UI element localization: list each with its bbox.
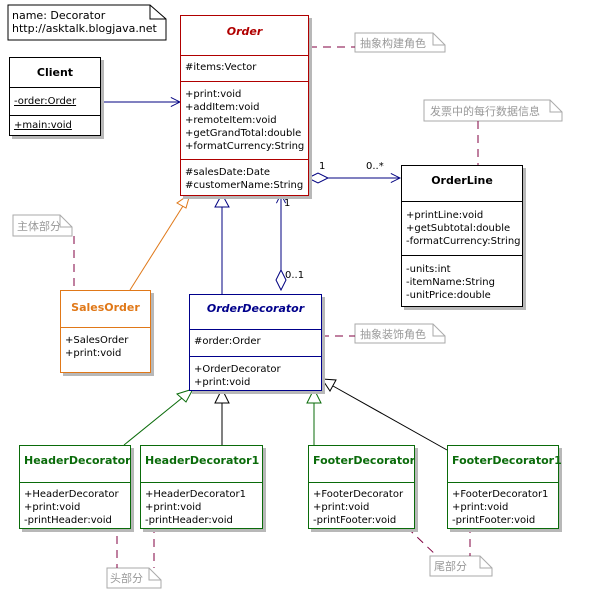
- note-main-part: 主体部分: [17, 220, 61, 233]
- class-footerdecorator-operations: +FooterDecorator +print:void -printFoote…: [309, 482, 414, 528]
- class-headerdecorator1-op: +print:void: [145, 502, 202, 513]
- class-orderdecorator-op: +print:void: [194, 377, 251, 388]
- class-order-name: Order: [226, 25, 263, 38]
- class-order-attr: #salesDate:Date: [185, 167, 271, 178]
- class-orderline-attr: -units:int: [406, 264, 451, 275]
- note-head-part: 头部分: [110, 572, 143, 585]
- class-salesorder[interactable]: SalesOrder +SalesOrder +print:void: [60, 290, 151, 373]
- class-orderline-op: +printLine:void: [406, 210, 484, 221]
- class-footerdecorator[interactable]: FooterDecorator +FooterDecorator +print:…: [308, 445, 415, 529]
- class-orderdecorator-op: +OrderDecorator: [194, 364, 281, 375]
- class-orderline-attributes: -units:int -itemName:String -unitPrice:d…: [402, 255, 522, 306]
- note-line-info: 发票中的每行数据信息: [430, 105, 540, 118]
- footerdecorator-generalization: [306, 387, 322, 445]
- note-abstract-decorator: 抽象装饰角色: [360, 328, 426, 341]
- class-footerdecorator-op: +FooterDecorator: [313, 489, 404, 500]
- class-order-op: +getGrandTotal:double: [185, 128, 302, 139]
- class-order-attr: #customerName:String: [185, 180, 304, 191]
- class-footerdecorator-name: FooterDecorator: [313, 454, 416, 467]
- class-headerdecorator-name: HeaderDecorator: [24, 454, 131, 467]
- class-footerdecorator1-op: +print:void: [452, 502, 509, 513]
- class-order-op: +print:void: [185, 89, 242, 100]
- class-headerdecorator-op: +print:void: [24, 502, 81, 513]
- multiplicity-line-side: 0..*: [366, 161, 384, 172]
- class-order-attr: #items:Vector: [185, 62, 257, 73]
- class-headerdecorator1-op: +HeaderDecorator1: [145, 489, 247, 500]
- headerdecorator-generalization: [123, 388, 195, 446]
- class-salesorder-name: SalesOrder: [71, 301, 140, 314]
- class-footerdecorator1-op: +FooterDecorator1: [452, 489, 549, 500]
- note-shape-main-part: [12, 214, 73, 237]
- class-salesorder-operations: +SalesOrder +print:void: [61, 327, 150, 372]
- header-note: name: Decorator http://asktalk.blogjava.…: [12, 9, 162, 35]
- class-orderline-name: OrderLine: [431, 174, 493, 187]
- class-orderdecorator-attr: #order:Order: [194, 336, 261, 347]
- note-shape-head-part: [106, 567, 162, 589]
- class-orderdecorator-name: OrderDecorator: [206, 302, 305, 315]
- class-order-op: +addItem:void: [185, 102, 260, 113]
- class-footerdecorator1-op: -printFooter:void: [452, 515, 536, 526]
- multiplicity-agg-top: 1: [284, 198, 291, 209]
- class-orderline[interactable]: OrderLine +printLine:void +getSubtotal:d…: [401, 165, 523, 307]
- class-orderline-operations: +printLine:void +getSubtotal:double -for…: [402, 201, 522, 255]
- class-headerdecorator1-name: HeaderDecorator1: [145, 454, 260, 467]
- class-client-name: Client: [36, 66, 74, 79]
- class-orderdecorator-operations: +OrderDecorator +print:void: [190, 356, 321, 390]
- header-note-shape: [7, 4, 167, 41]
- class-order-operations: +print:void +addItem:void +remoteItem:vo…: [181, 81, 308, 159]
- class-client-operations: +main:void: [10, 115, 100, 135]
- anchor-tail-part-1: [396, 517, 438, 557]
- class-footerdecorator1-operations: +FooterDecorator1 +print:void -printFoot…: [448, 482, 558, 528]
- class-orderdecorator[interactable]: OrderDecorator #order:Order +OrderDecora…: [189, 294, 322, 391]
- class-client[interactable]: Client -order:Order +main:void: [9, 57, 101, 136]
- multiplicity-agg-bottom: 0..1: [285, 270, 305, 281]
- decorator-generalization: [214, 192, 230, 294]
- class-orderline-op: -formatCurrency:String: [406, 236, 521, 247]
- class-footerdecorator-op: +print:void: [313, 502, 370, 513]
- class-orderdecorator-attributes: #order:Order: [190, 329, 321, 356]
- class-orderline-attr: -unitPrice:double: [406, 290, 491, 301]
- class-order-attributes: #items:Vector: [181, 55, 308, 81]
- class-client-attr: -order:Order: [14, 96, 77, 107]
- note-tail-part: 尾部分: [434, 560, 467, 573]
- class-headerdecorator1-operations: +HeaderDecorator1 +print:void -printHead…: [141, 482, 262, 528]
- note-shape-line-info: [423, 99, 563, 122]
- class-orderline-op: +getSubtotal:double: [406, 223, 511, 234]
- class-headerdecorator[interactable]: HeaderDecorator +HeaderDecorator +print:…: [19, 445, 131, 529]
- note-shape-tail-part: [429, 555, 493, 577]
- class-salesorder-op: +print:void: [65, 348, 122, 359]
- decorator-order-aggregation: [275, 194, 287, 292]
- footerdecorator1-generalization: [321, 378, 448, 451]
- class-footerdecorator-op: -printFooter:void: [313, 515, 397, 526]
- multiplicity-order-side: 1: [319, 161, 326, 172]
- class-order-op: +remoteItem:void: [185, 115, 277, 126]
- class-headerdecorator-op: +HeaderDecorator: [24, 489, 119, 500]
- note-abstract-component: 抽象构建角色: [360, 37, 426, 50]
- class-headerdecorator-operations: +HeaderDecorator +print:void -printHeade…: [20, 482, 130, 528]
- headerdecorator1-generalization: [214, 387, 230, 445]
- class-order-op: +formatCurrency:String: [185, 141, 305, 152]
- salesorder-generalization: [129, 192, 191, 291]
- class-headerdecorator1-op: -printHeader:void: [145, 515, 233, 526]
- note-shape-abstract-decorator: [354, 323, 446, 344]
- header-note-line1: name: Decorator: [12, 9, 106, 22]
- class-salesorder-op: +SalesOrder: [65, 335, 129, 346]
- class-order-attributes-2: #salesDate:Date #customerName:String: [181, 159, 308, 195]
- order-orderline-aggregation: [306, 172, 400, 184]
- class-client-attributes: -order:Order: [10, 87, 100, 115]
- class-footerdecorator1[interactable]: FooterDecorator1 +FooterDecorator1 +prin…: [447, 445, 562, 529]
- note-shape-abstract-component: [354, 32, 446, 53]
- header-note-line2: http://asktalk.blogjava.net: [12, 22, 157, 35]
- class-footerdecorator1-name: FooterDecorator1: [452, 454, 562, 467]
- class-headerdecorator-op: -printHeader:void: [24, 515, 112, 526]
- class-orderline-attr: -itemName:String: [406, 277, 495, 288]
- class-client-op: +main:void: [14, 120, 72, 131]
- class-headerdecorator1[interactable]: HeaderDecorator1 +HeaderDecorator1 +prin…: [140, 445, 263, 529]
- class-order[interactable]: Order #items:Vector +print:void +addItem…: [180, 15, 309, 196]
